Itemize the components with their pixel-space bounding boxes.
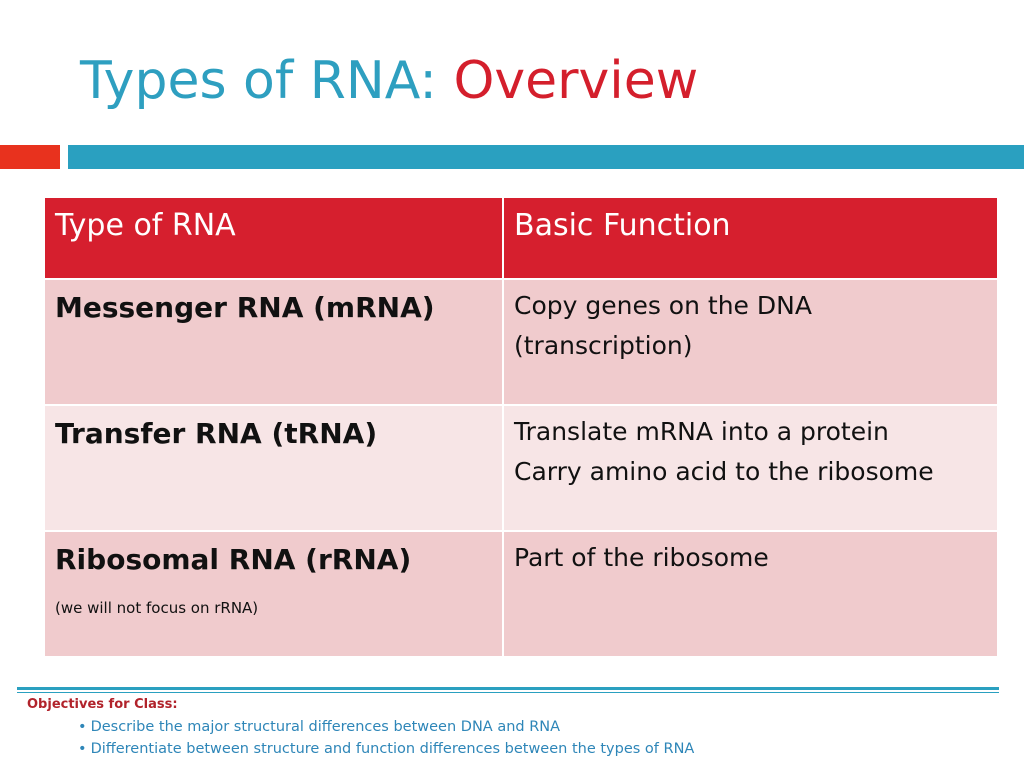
header-accent-bar-red	[0, 145, 60, 169]
objectives-heading: Objectives for Class:	[27, 697, 178, 712]
objective-item: •Describe the major structural differenc…	[78, 716, 694, 738]
table-header-type: Type of RNA	[43, 196, 504, 280]
table-cell-type: Transfer RNA (tRNA)	[43, 404, 504, 532]
bullet-icon: •	[78, 741, 87, 757]
header-accent-bar-blue	[68, 145, 1024, 169]
rna-types-table: Type of RNA Basic Function Messenger RNA…	[43, 196, 999, 658]
slide-title-main: Types of RNA:	[80, 51, 437, 111]
rna-type-name: Transfer RNA (tRNA)	[55, 417, 378, 450]
rna-type-name: Ribosomal RNA (rRNA)	[55, 543, 412, 576]
bullet-icon: •	[78, 719, 87, 735]
table-cell-function: Copy genes on the DNA(transcription)	[502, 278, 999, 406]
slide-title-accent: Overview	[453, 51, 699, 111]
table-cell-function: Part of the ribosome	[502, 530, 999, 658]
table-header-row: Type of RNA Basic Function	[43, 196, 999, 280]
table-header-function: Basic Function	[502, 196, 999, 280]
footer-divider-thin	[17, 692, 999, 693]
slide-title: Types of RNA: Overview	[80, 50, 698, 112]
objective-text: Describe the major structural difference…	[90, 719, 561, 735]
objectives-list: •Describe the major structural differenc…	[78, 716, 694, 760]
rna-function-text: Copy genes on the DNA(transcription)	[514, 291, 812, 360]
table-row: Messenger RNA (mRNA) Copy genes on the D…	[43, 278, 999, 406]
table-cell-type: Ribosomal RNA (rRNA) (we will not focus …	[43, 530, 504, 658]
rna-type-note: (we will not focus on rRNA)	[55, 599, 259, 617]
rna-function-text: Part of the ribosome	[514, 543, 769, 572]
table-cell-type: Messenger RNA (mRNA)	[43, 278, 504, 406]
rna-type-name: Messenger RNA (mRNA)	[55, 291, 435, 324]
table-row: Transfer RNA (tRNA) Translate mRNA into …	[43, 404, 999, 532]
table-row: Ribosomal RNA (rRNA) (we will not focus …	[43, 530, 999, 658]
objective-text: Differentiate between structure and func…	[90, 741, 695, 757]
objective-item: •Differentiate between structure and fun…	[78, 738, 694, 760]
footer-divider	[17, 687, 999, 690]
